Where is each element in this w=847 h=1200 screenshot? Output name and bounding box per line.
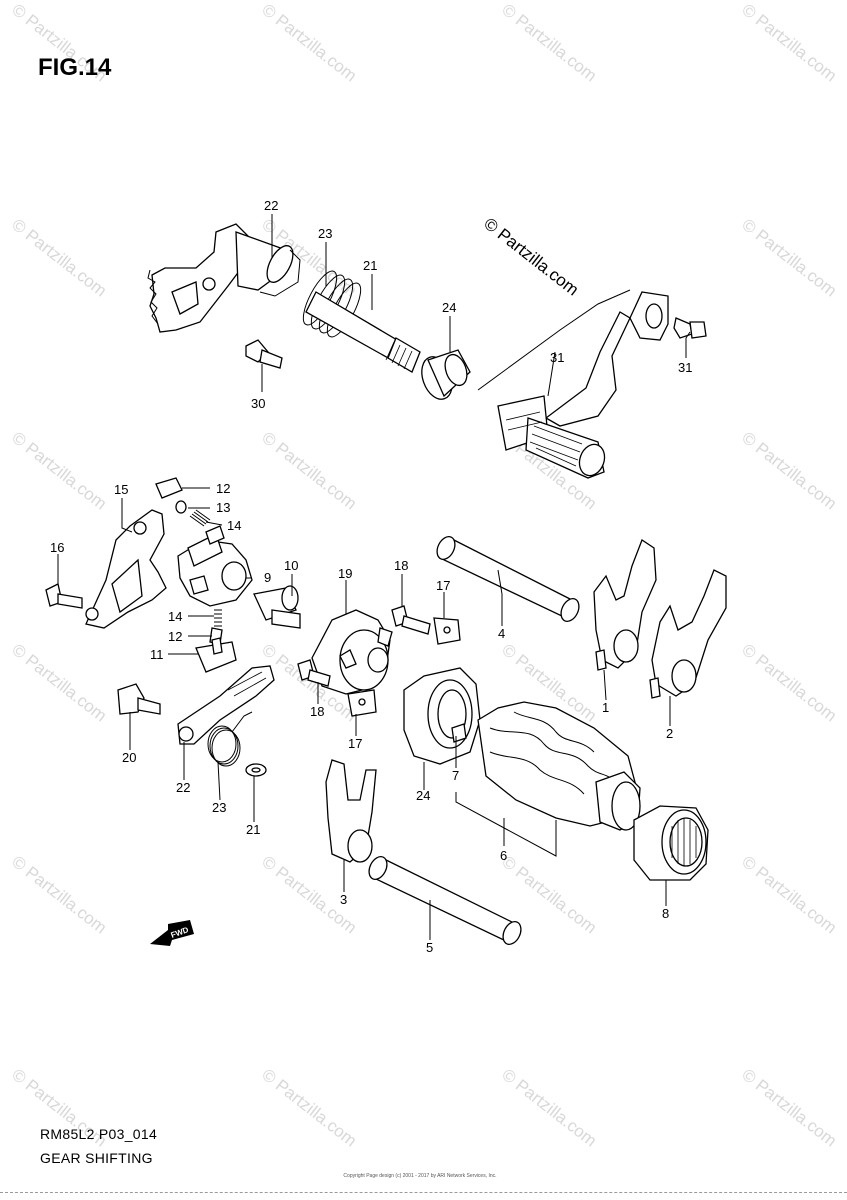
part-18-cam-screw-lower	[297, 659, 331, 687]
callout-15: 15	[114, 482, 128, 497]
copyright-text: Copyright Page design (c) 2001 - 2017 by…	[343, 1173, 497, 1179]
part-17-cam-plate-lower	[347, 689, 377, 717]
part-8-needle-bearing	[633, 805, 709, 881]
part-30-gearshift-lever	[497, 291, 669, 479]
part-16-plate-screw	[45, 583, 83, 609]
fwd-arrow-icon: FWD	[150, 920, 194, 946]
figure-title: FIG.14	[38, 54, 112, 81]
part-28-oil-seal	[421, 349, 471, 400]
callout-7: 7	[452, 768, 459, 783]
callout-8: 8	[662, 906, 669, 921]
callout-28: 24	[442, 300, 456, 315]
callout-24: 24	[416, 788, 430, 803]
part-18-cam-screw-top	[391, 605, 431, 635]
part-5-fork-shaft	[368, 856, 522, 945]
part-26-shift-shaft-arm	[147, 223, 294, 333]
callout-14-lower: 14	[168, 609, 182, 624]
part-22-stopper-arm	[177, 665, 275, 745]
callout-17-top: 17	[436, 578, 450, 593]
callout-13: 13	[216, 500, 230, 515]
part-3-shift-fork	[325, 759, 377, 863]
part-9-shift-cam-gear	[177, 525, 253, 607]
callout-12-lower: 12	[168, 629, 182, 644]
part-17-cam-plate-top	[433, 617, 461, 645]
callout-14-top: 14	[227, 518, 241, 533]
callout-5: 5	[426, 940, 433, 955]
callout-29: 30	[251, 396, 265, 411]
callout-16: 16	[50, 540, 64, 555]
callout-3: 3	[340, 892, 347, 907]
part-12-pawl-top	[155, 477, 183, 499]
callout-22: 22	[176, 780, 190, 795]
callout-21: 21	[246, 822, 260, 837]
part-4-fork-shaft	[436, 536, 580, 622]
callout-1: 1	[602, 700, 609, 715]
part-14-spring-top	[189, 509, 211, 527]
part-21-washer	[245, 763, 267, 777]
callout-30: 31	[550, 350, 564, 365]
part-31-lever-bolt	[673, 317, 707, 339]
bottom-divider	[0, 1192, 847, 1193]
part-2-shift-fork	[649, 569, 727, 699]
part-1-shift-fork	[593, 539, 657, 671]
part-7-pin	[451, 723, 467, 743]
figure-code: RM85L2 P03_014	[40, 1126, 158, 1142]
callout-9: 9	[264, 570, 271, 585]
part-29-stopper-bolt	[245, 339, 283, 369]
figure-name: GEAR SHIFTING	[40, 1150, 153, 1166]
callout-17-lower: 17	[348, 736, 362, 751]
part-20-bolt	[117, 683, 161, 715]
part-13-pin	[175, 500, 187, 514]
callout-18-lower: 18	[310, 704, 324, 719]
callout-11: 11	[150, 647, 164, 662]
part-11-pawl	[195, 637, 237, 673]
callout-20: 20	[122, 750, 136, 765]
callout-19: 19	[338, 566, 352, 581]
callout-25: 21	[363, 258, 377, 273]
callout-26: 22	[264, 198, 278, 213]
callout-2: 2	[666, 726, 673, 741]
callout-23: 23	[212, 800, 226, 815]
part-15-gear-shift-plate	[85, 509, 167, 629]
part-23-stopper-spring	[207, 711, 253, 767]
part-24-bearing	[403, 667, 481, 765]
callout-18-top: 18	[394, 558, 408, 573]
part-19-gearshift-cam	[311, 609, 393, 695]
callout-4: 4	[498, 626, 505, 641]
leader-lines	[57, 214, 691, 940]
callout-27: 23	[318, 226, 332, 241]
part-25-gearshift-shaft	[305, 291, 421, 373]
part-6-gearshift-cam-drum	[477, 701, 641, 831]
callout-10: 10	[284, 558, 298, 573]
callout-31: 31	[678, 360, 692, 375]
part-10-cam-pin	[253, 585, 301, 629]
callout-labels: 22 23 21 24 30 31 31 31 12 13 14 15 16 9…	[50, 198, 692, 955]
callout-6: 6	[500, 848, 507, 863]
callout-12-top: 12	[216, 481, 230, 496]
part-14-spring-lower	[214, 609, 222, 627]
